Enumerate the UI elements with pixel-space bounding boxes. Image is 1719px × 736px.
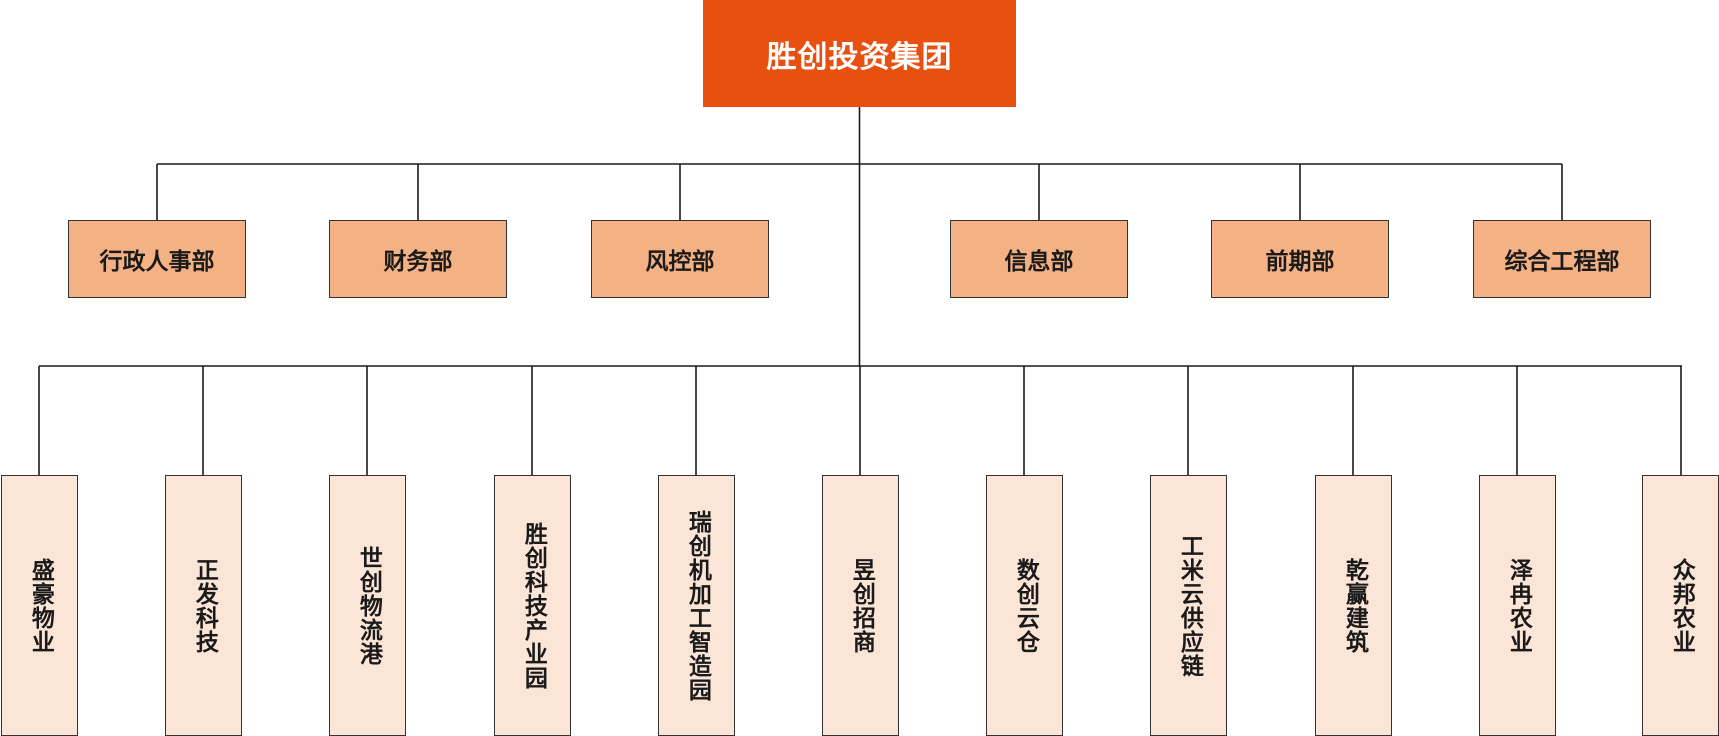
subsidiary-node: 昱创招商: [822, 475, 899, 736]
department-node-engineering: 综合工程部: [1473, 220, 1651, 298]
subsidiary-node: 乾赢建筑: [1315, 475, 1392, 736]
subsidiary-node: 数创云仓: [986, 475, 1063, 736]
subsidiary-node: 泽冉农业: [1479, 475, 1556, 736]
subsidiary-label: 胜创科技产业园: [520, 521, 547, 690]
subsidiary-node: 盛豪物业: [1, 475, 78, 736]
subsidiary-node: 工米云供应链: [1150, 475, 1227, 736]
subsidiary-label: 瑞创机加工智造园: [684, 509, 711, 702]
department-node-hr: 行政人事部: [68, 220, 246, 298]
department-node-risk: 风控部: [591, 220, 769, 298]
subsidiary-label: 正发科技: [191, 557, 218, 654]
subsidiary-label: 众邦农业: [1668, 557, 1695, 654]
subsidiary-label: 乾赢建筑: [1341, 557, 1368, 654]
subsidiary-label: 盛豪物业: [27, 557, 54, 654]
root-node-group: 胜创投资集团: [703, 0, 1016, 107]
subsidiary-label: 昱创招商: [848, 557, 875, 654]
department-node-info: 信息部: [950, 220, 1128, 298]
subsidiary-node: 世创物流港: [329, 475, 406, 736]
department-node-preliminary: 前期部: [1211, 220, 1389, 298]
department-node-finance: 财务部: [329, 220, 507, 298]
subsidiary-label: 数创云仓: [1012, 557, 1039, 654]
subsidiary-label: 世创物流港: [355, 545, 382, 666]
subsidiary-node: 众邦农业: [1642, 475, 1719, 736]
subsidiary-node: 胜创科技产业园: [494, 475, 571, 736]
subsidiary-label: 工米云供应链: [1176, 533, 1203, 678]
subsidiary-label: 泽冉农业: [1505, 557, 1532, 654]
subsidiary-node: 正发科技: [165, 475, 242, 736]
subsidiary-node: 瑞创机加工智造园: [658, 475, 735, 736]
